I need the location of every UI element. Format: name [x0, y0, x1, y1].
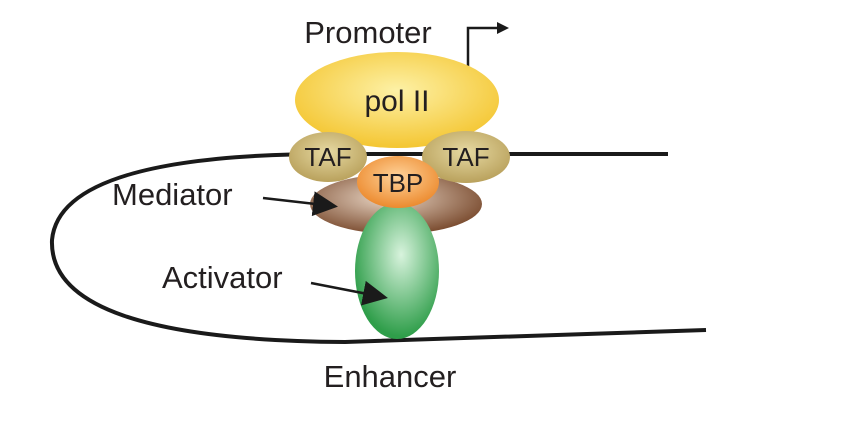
- promoter-label: Promoter: [304, 15, 431, 50]
- taf-right: [422, 131, 510, 183]
- tbp-label: TBP: [373, 168, 424, 198]
- taf-left: [289, 132, 367, 182]
- taf-right-label: TAF: [442, 142, 489, 172]
- enhancer-label: Enhancer: [324, 359, 457, 394]
- dna-strand: [49, 151, 707, 345]
- transcription-start-arrowhead-icon: [497, 22, 509, 34]
- activator-protein: [355, 203, 439, 339]
- activator-pointer-arrow: [310, 280, 388, 306]
- pol-ii-complex: [295, 52, 499, 148]
- mediator-label: Mediator: [112, 177, 233, 212]
- activator-label: Activator: [162, 260, 283, 295]
- tbp-protein: [357, 156, 439, 208]
- mediator-pointer-arrow: [262, 191, 338, 217]
- pol-ii-label: pol II: [364, 85, 429, 118]
- taf-left-label: TAF: [304, 142, 351, 172]
